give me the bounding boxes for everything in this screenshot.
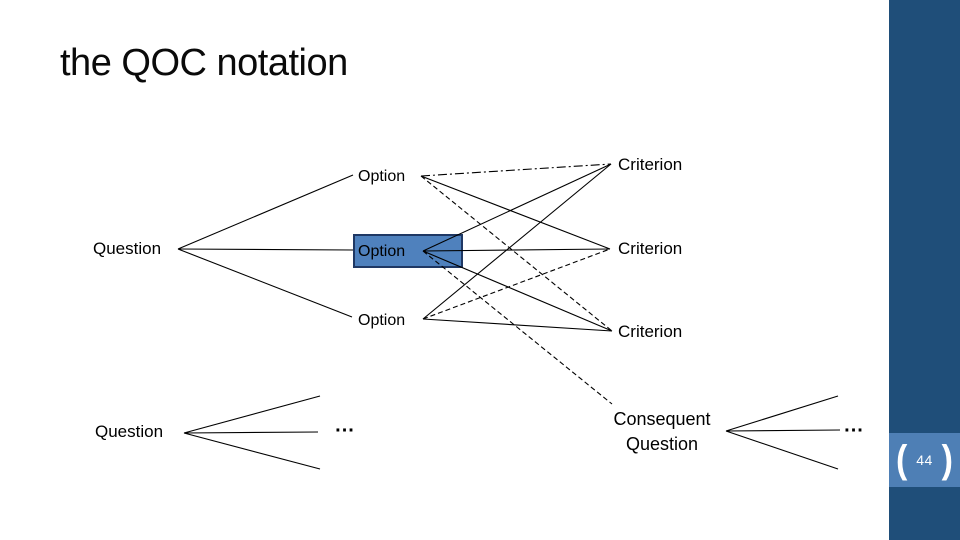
node-question-1: Question — [93, 239, 162, 258]
consequent-question-line1: Consequent — [613, 409, 711, 429]
page-number-bracket-left: ( — [896, 438, 908, 482]
node-criterion-2: Criterion — [618, 239, 683, 258]
edge-cq-cqb — [725, 429, 841, 432]
node-option-3: Option — [358, 312, 406, 329]
edge-o2r-cq_in — [422, 250, 613, 405]
slide-title: the QOC notation — [60, 42, 348, 84]
node-consequent-question: Consequent Question — [613, 407, 710, 457]
edge-cq-cqc — [725, 430, 839, 470]
edge-q2-q2a — [183, 395, 321, 434]
page-number-band: ( 44 ) — [889, 433, 960, 487]
edge-q1-o3l — [177, 248, 353, 318]
page-number: 44 — [916, 452, 933, 468]
node-option-2: Option — [358, 243, 406, 260]
sidebar: ( 44 ) — [889, 0, 960, 540]
node-criterion-3: Criterion — [618, 322, 683, 341]
edge-o1r-c1 — [420, 163, 612, 177]
edge-cq-cqa — [725, 395, 839, 432]
edge-q2-q2b — [183, 431, 319, 434]
edge-q2-q2c — [183, 432, 321, 470]
edge-q1-o2l — [177, 248, 354, 251]
consequent-question-line2: Question — [625, 434, 699, 454]
edge-q1-o1l — [177, 174, 354, 250]
node-criterion-1: Criterion — [618, 155, 683, 174]
ellipsis-left: ... — [335, 414, 355, 437]
node-option-1: Option — [358, 168, 406, 185]
edge-o3r-c3 — [422, 318, 613, 332]
ellipsis-right: ... — [844, 414, 864, 437]
page-number-bracket-right: ) — [941, 438, 953, 482]
node-question-2: Question — [95, 422, 164, 441]
